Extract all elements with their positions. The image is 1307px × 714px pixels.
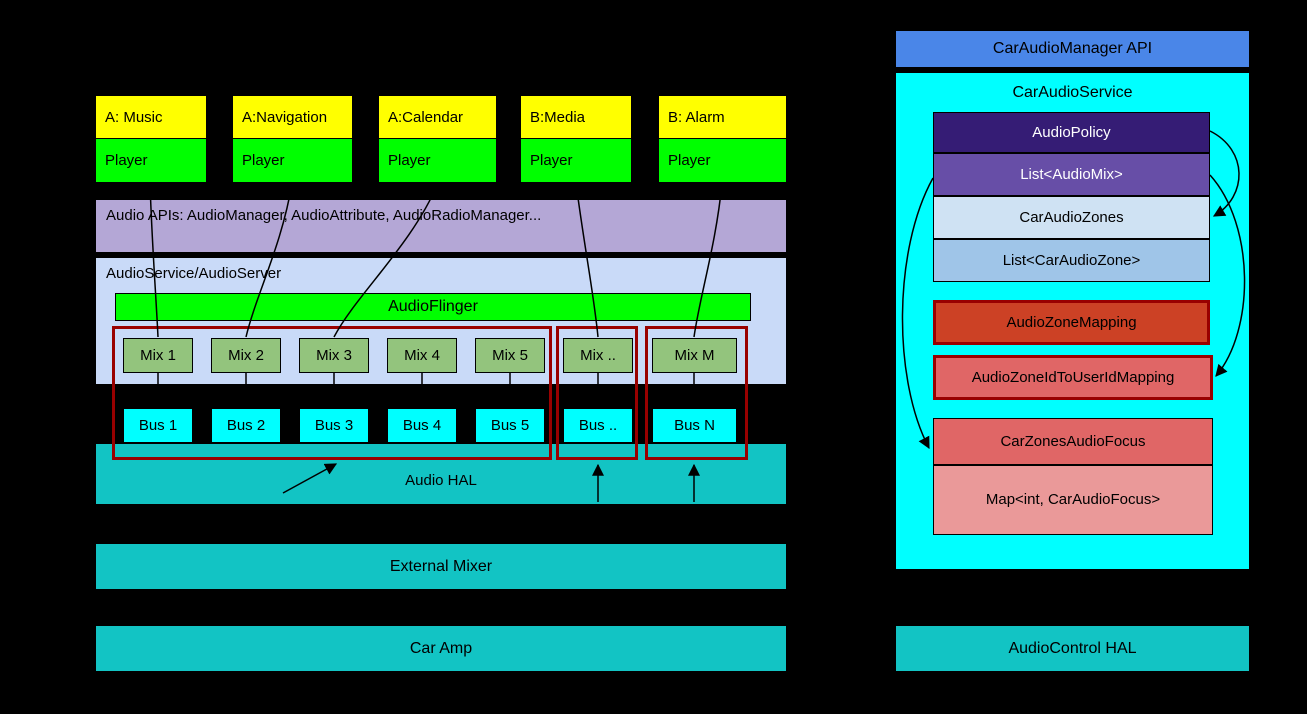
app-title: A: Music — [95, 95, 207, 139]
app-box-alarm: B: Alarm Player — [658, 95, 787, 183]
car-amp-box: Car Amp — [95, 625, 787, 672]
car-zones-audio-focus-box: CarZonesAudioFocus — [933, 418, 1213, 465]
app-title: A:Navigation — [232, 95, 353, 139]
mix-box: Mix .. — [563, 338, 633, 373]
app-player-label: Player — [658, 138, 787, 183]
mix-box: Mix 5 — [475, 338, 545, 373]
audio-policy-box: AudioPolicy — [933, 112, 1210, 153]
map-car-audio-focus-box: Map<int, CarAudioFocus> — [933, 465, 1213, 535]
app-player-label: Player — [378, 138, 497, 183]
app-box-calendar: A:Calendar Player — [378, 95, 497, 183]
zone-group-primary — [112, 326, 552, 460]
mix-box: Mix 3 — [299, 338, 369, 373]
app-player-label: Player — [520, 138, 632, 183]
list-car-audio-zone-box: List<CarAudioZone> — [933, 239, 1210, 282]
audio-hal-box: Audio HAL — [95, 443, 787, 505]
bus-box: Bus 2 — [211, 408, 281, 443]
mix-box: Mix M — [652, 338, 737, 373]
car-audio-zones-box: CarAudioZones — [933, 196, 1210, 239]
zone-group-middle — [556, 326, 638, 460]
bus-box: Bus N — [652, 408, 737, 443]
app-title: B: Alarm — [658, 95, 787, 139]
car-audio-service-label: CarAudioService — [1012, 84, 1133, 101]
app-player-label: Player — [232, 138, 353, 183]
list-audio-mix-box: List<AudioMix> — [933, 153, 1210, 196]
mix-box: Mix 2 — [211, 338, 281, 373]
audio-zone-mapping-box: AudioZoneMapping — [933, 300, 1210, 345]
zone-group-n — [645, 326, 748, 460]
app-title: B:Media — [520, 95, 632, 139]
external-mixer-box: External Mixer — [95, 543, 787, 590]
mix-box: Mix 1 — [123, 338, 193, 373]
bus-box: Bus 5 — [475, 408, 545, 443]
audio-hal-label: Audio HAL — [405, 472, 477, 489]
app-box-navigation: A:Navigation Player — [232, 95, 353, 183]
bus-box: Bus 3 — [299, 408, 369, 443]
bus-box: Bus 1 — [123, 408, 193, 443]
bus-box: Bus 4 — [387, 408, 457, 443]
app-box-media: B:Media Player — [520, 95, 632, 183]
car-audio-manager-api-box: CarAudioManager API — [895, 30, 1250, 68]
audio-zone-id-to-user-id-mapping-box: AudioZoneIdToUserIdMapping — [933, 355, 1213, 400]
app-title: A:Calendar — [378, 95, 497, 139]
audio-control-hal-box: AudioControl HAL — [895, 625, 1250, 672]
audio-flinger-box: AudioFlinger — [115, 293, 751, 321]
mix-box: Mix 4 — [387, 338, 457, 373]
app-player-label: Player — [95, 138, 207, 183]
bus-box: Bus .. — [563, 408, 633, 443]
app-box-music: A: Music Player — [95, 95, 207, 183]
audio-apis-box: Audio APIs: AudioManager, AudioAttribute… — [95, 199, 787, 253]
